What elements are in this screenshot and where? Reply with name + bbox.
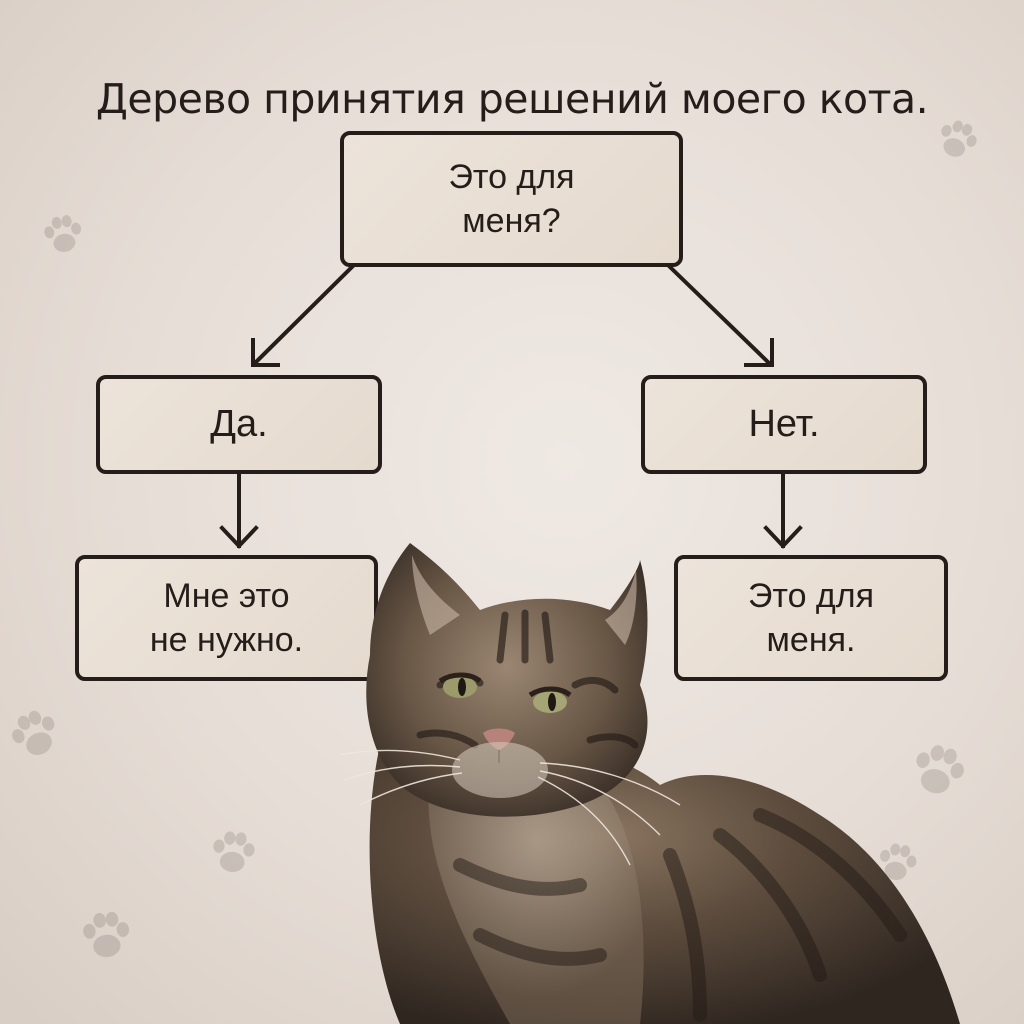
yes-result-line-1: Мне это — [163, 576, 290, 615]
no-result-box: Это для меня. — [674, 555, 948, 681]
yes-label: Да. — [210, 402, 268, 445]
question-line-1: Это для — [448, 157, 575, 196]
paw-print-icon — [203, 823, 264, 884]
paw-print-icon — [898, 731, 979, 812]
question-line-2: меня? — [462, 202, 561, 240]
paw-print-icon — [925, 108, 989, 172]
paw-print-icon — [0, 695, 75, 775]
paw-print-icon — [72, 902, 139, 969]
no-label: Нет. — [748, 402, 820, 445]
yes-box: Да. — [96, 375, 382, 474]
page-title: Дерево принятия решений моего кота. — [95, 75, 929, 124]
no-result-line-1: Это для — [747, 576, 875, 615]
question-box: Это для меня? — [340, 131, 683, 267]
paw-print-icon — [34, 206, 92, 264]
arrow-diagonal-icon — [667, 264, 773, 367]
arrow-diagonal-icon — [251, 264, 355, 367]
paw-print-icon — [868, 834, 926, 892]
no-result-line-2: меня. — [766, 621, 856, 659]
yes-result-box: Мне это не нужно. — [75, 555, 378, 681]
no-box: Нет. — [641, 375, 927, 474]
cat-photo — [340, 543, 960, 1024]
yes-result-line-2: не нужно. — [149, 621, 304, 659]
